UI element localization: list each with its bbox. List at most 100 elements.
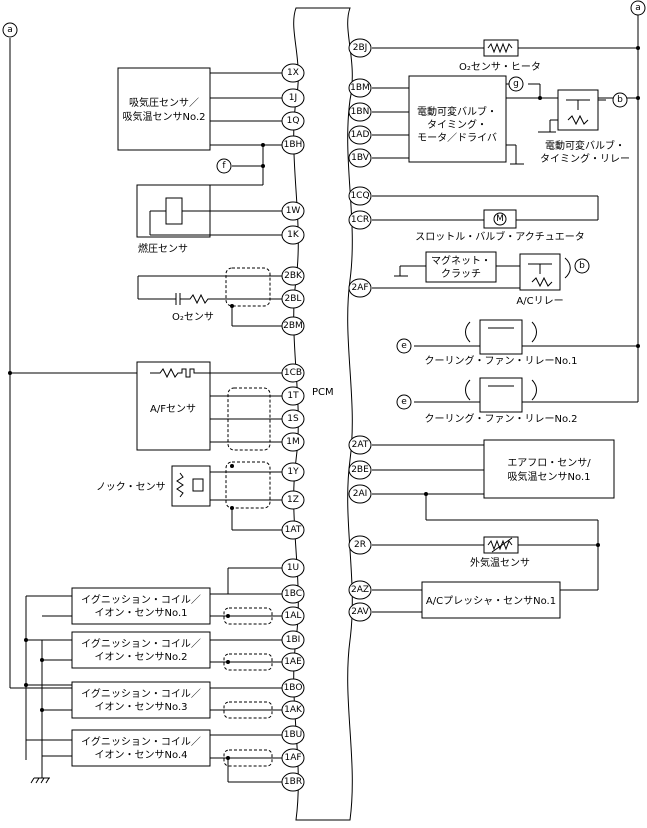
right-pin-label: 2BE [351, 465, 369, 475]
left-pin-bubble [281, 630, 305, 650]
right-pin-bubble [348, 148, 372, 168]
fan-relay1-box [479, 319, 523, 355]
svg-text:イオン・センサNo.1: イオン・センサNo.1 [95, 607, 188, 619]
airflow-sensor-box [483, 439, 615, 499]
left-pin-bubble [281, 63, 305, 83]
right-pin-bubble [348, 38, 372, 58]
svg-text:b: b [617, 95, 623, 105]
coil3-box [71, 681, 211, 719]
ac-pressure-sensor-box [421, 581, 561, 619]
svg-text:イグニッション・コイル／: イグニッション・コイル／ [81, 593, 201, 606]
svg-text:b: b [579, 261, 585, 271]
left-pin-label: 1BR [284, 777, 302, 787]
left-pin-label: 1AK [284, 705, 303, 715]
right-pin-label: 1AD [351, 130, 370, 140]
right-pin-label: 2AI [353, 489, 368, 499]
right-pin-bubble [348, 102, 372, 122]
left-pin-label: 2BL [285, 294, 302, 304]
left-pin-label: 1BC [284, 589, 302, 599]
magnet-clutch-box [425, 251, 497, 283]
left-pin-label: 2BM [283, 321, 303, 331]
connector-g [508, 76, 524, 92]
svg-text:a: a [635, 3, 641, 13]
right-pin-bubble [348, 535, 372, 555]
left-pin-bubble [281, 266, 305, 286]
right-pin-bubble [348, 278, 372, 298]
connector-a-left [2, 22, 18, 38]
svg-text:a: a [7, 25, 13, 35]
right-pin-label: 1CR [351, 215, 369, 225]
connector-e-2 [396, 394, 412, 410]
connector-b-2 [574, 258, 590, 274]
left-pin-label: 1AF [284, 753, 301, 763]
left-pin-label: 1K [287, 230, 300, 240]
right-pin-bubble [348, 125, 372, 145]
svg-text:g: g [513, 79, 519, 89]
left-pin-bubble [281, 584, 305, 604]
right-pin-label: 1BM [350, 83, 370, 93]
left-pin-label: 1AT [285, 525, 302, 535]
svg-text:f: f [222, 161, 226, 171]
left-pin-bubble [281, 772, 305, 792]
left-pin-label: 1BI [286, 635, 301, 645]
right-pin-label: 2R [354, 540, 366, 550]
svg-text:e: e [401, 397, 407, 407]
map-sensor-label-2: 吸気温センサNo.2 [123, 110, 206, 123]
left-pin-label: 1T [287, 391, 299, 401]
left-pin-label: 1CB [284, 368, 302, 378]
left-pin-bubble [281, 652, 305, 672]
right-pin-label: 2AV [351, 607, 369, 617]
right-pin-bubble [348, 580, 372, 600]
left-pin-bubble [281, 490, 305, 510]
coil1-box [71, 587, 211, 625]
left-pin-bubble [281, 225, 305, 245]
connector-b-1 [612, 92, 628, 108]
svg-text:e: e [401, 341, 407, 351]
right-pin-label: 1BV [351, 153, 370, 163]
vvt-driver-box [408, 75, 507, 163]
left-pin-bubble [281, 725, 305, 745]
left-pin-label: 1U [287, 563, 299, 573]
svg-text:イオン・センサNo.2: イオン・センサNo.2 [95, 651, 188, 663]
af-sensor-label: A/Fセンサ [150, 403, 196, 415]
svg-text:モータ／ドライバ: モータ／ドライバ [417, 132, 497, 144]
left-pin-label: 2BK [284, 271, 303, 281]
coil2-box [71, 631, 211, 669]
svg-text:電動可変バルブ・: 電動可変バルブ・ [545, 139, 625, 152]
svg-text:イオン・センサNo.4: イオン・センサNo.4 [95, 749, 188, 761]
left-pin-bubble [281, 409, 305, 429]
svg-text:イグニッション・コイル／: イグニッション・コイル／ [81, 637, 201, 650]
left-pin-bubble [281, 111, 305, 131]
left-pin-label: 1J [289, 93, 297, 103]
af-sensor-box [136, 361, 211, 451]
fuel-pressure-label: 燃圧センサ [138, 242, 188, 255]
left-pin-label: 1S [287, 414, 299, 424]
svg-text:タイミング・リレー: タイミング・リレー [540, 152, 630, 165]
ac-pressure-label: A/Cプレッシャ・センサNo.1 [426, 595, 556, 607]
left-pin-label: 1M [286, 437, 300, 447]
left-pin-bubble [281, 558, 305, 578]
left-pin-bubble [281, 135, 305, 155]
left-pin-bubble [281, 606, 305, 626]
coil4-box [71, 729, 211, 767]
left-pin-label: 1AL [285, 611, 302, 621]
svg-text:マグネット・: マグネット・ [431, 254, 491, 267]
connector-a-right [630, 0, 646, 16]
left-pin-bubble [281, 386, 305, 406]
map-sensor-label-1: 吸気圧センサ／ [129, 96, 199, 109]
connector-f [216, 158, 232, 174]
right-pin-bubble [348, 210, 372, 230]
left-pin-label: 1BU [284, 730, 303, 740]
right-pin-bubble [348, 484, 372, 504]
left-pin-label: 1Y [287, 467, 299, 477]
left-pin-label: 1W [286, 206, 301, 216]
svg-text:吸気温センサNo.1: 吸気温センサNo.1 [508, 470, 591, 483]
o2-sensor-label: O₂センサ [172, 311, 214, 323]
o2-heater-label: O₂センサ・ヒータ [459, 61, 541, 73]
knock-sensor-box [171, 465, 211, 507]
left-pin-label: 1Q [287, 116, 300, 126]
svg-text:タイミング・: タイミング・ [427, 118, 487, 131]
svg-text:M: M [496, 214, 504, 224]
right-pin-bubble [348, 435, 372, 455]
